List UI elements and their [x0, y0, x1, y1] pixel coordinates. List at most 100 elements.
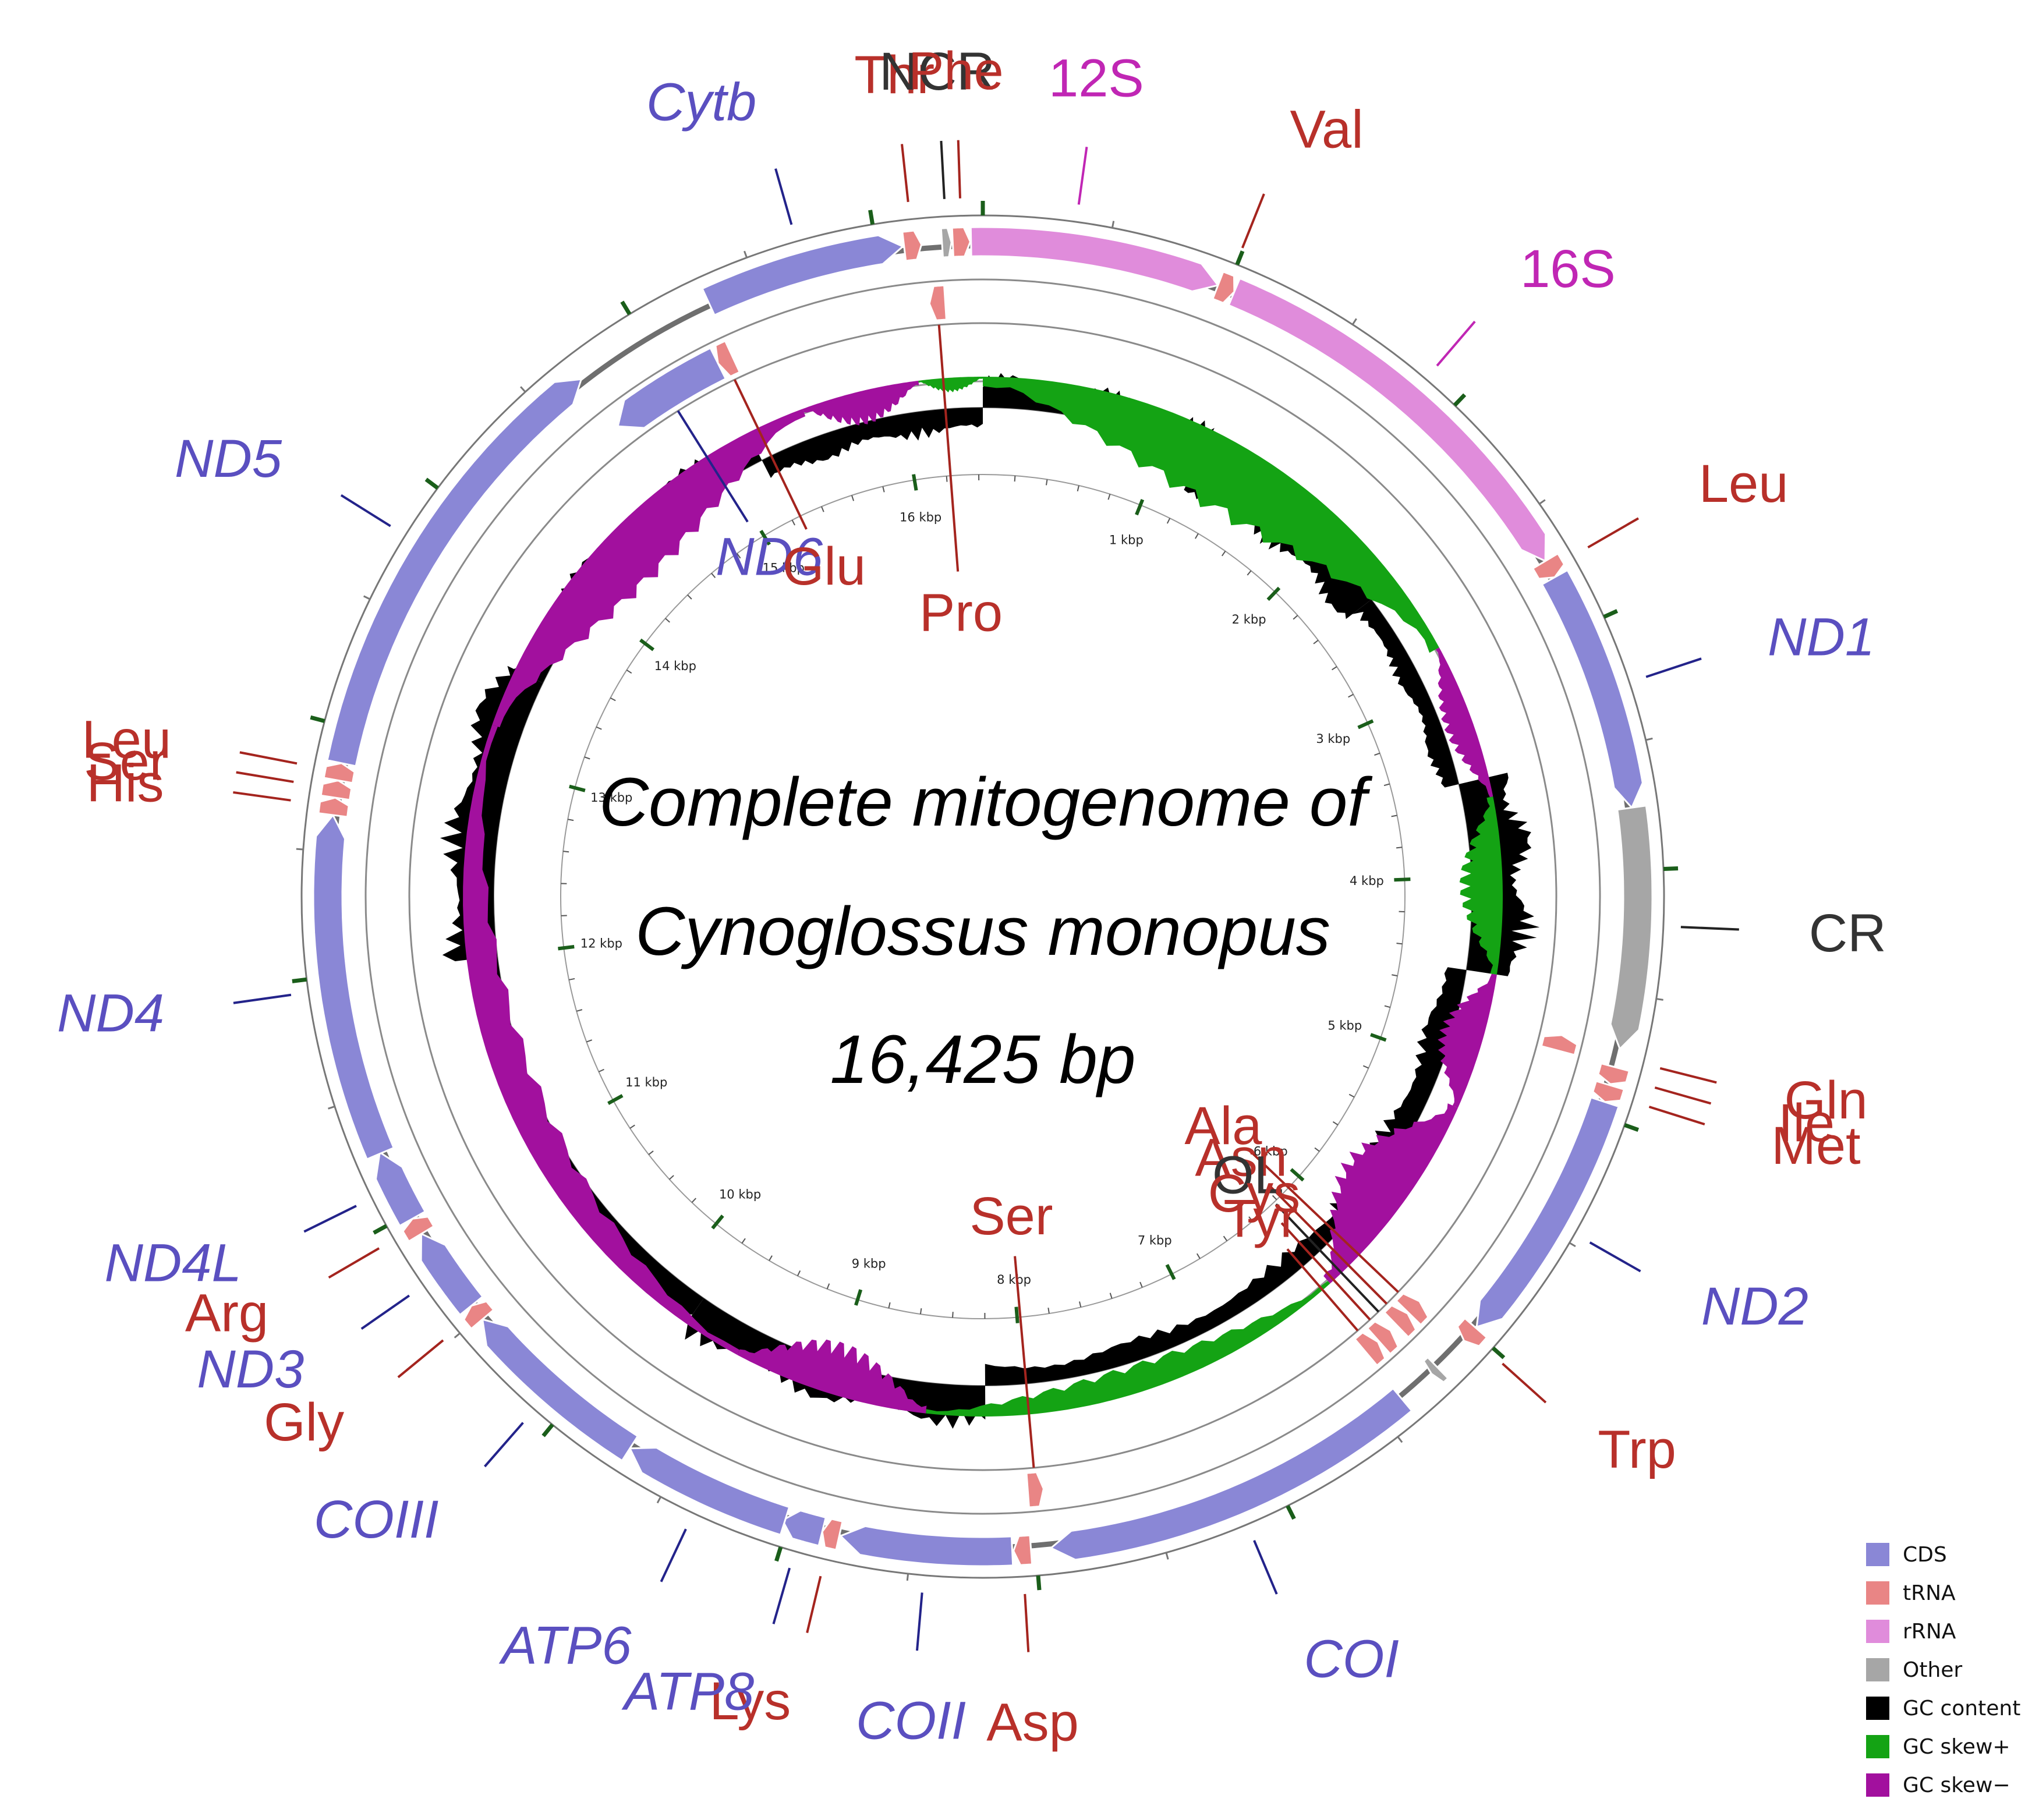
outer-tick: [906, 1573, 909, 1581]
kbp-tick-label: 7 kbp: [1138, 1233, 1172, 1247]
minor-tick: [1348, 1093, 1355, 1098]
minor-tick: [1293, 615, 1298, 620]
feature-ala-trna: [1394, 1292, 1429, 1326]
label-cr: CR: [1809, 904, 1886, 963]
outer-tick: [1624, 1123, 1640, 1132]
label-coiii: COIII: [314, 1490, 439, 1549]
legend-swatch-rrna: [1866, 1620, 1889, 1643]
label-nd1: ND1: [1768, 608, 1875, 667]
leader-coi: [1253, 1540, 1278, 1595]
label-nd4: ND4: [57, 984, 164, 1043]
minor-tick: [826, 1283, 830, 1290]
minor-tick: [791, 519, 795, 526]
leader-coiii: [484, 1422, 524, 1468]
label-coi: COI: [1304, 1630, 1399, 1689]
minor-tick: [1348, 693, 1354, 698]
feature-coii-cds: [838, 1525, 1014, 1567]
leader-his: [233, 791, 291, 802]
kbp-tick: [639, 638, 655, 651]
legend-label-trna: tRNA: [1903, 1581, 1956, 1605]
kbp-tick: [1266, 586, 1281, 601]
minor-tick: [1079, 1301, 1082, 1308]
minor-tick: [882, 486, 885, 493]
outer-tick: [373, 1224, 388, 1235]
leader-cys: [1280, 1222, 1371, 1320]
minor-tick: [584, 756, 590, 760]
gc-skew-segment: [463, 724, 740, 1355]
label-arg: Arg: [185, 1284, 268, 1343]
leader-asp: [1024, 1594, 1030, 1652]
kbp-tick-label: 8 kbp: [997, 1273, 1031, 1287]
feature-leu-trna: [323, 762, 356, 784]
feature-cys-trna: [1366, 1320, 1400, 1355]
gc-content-segment: [1352, 599, 1459, 788]
minor-tick: [648, 1150, 654, 1155]
map-title: Complete mitogenome of Cynoglossus monop…: [599, 764, 1373, 1098]
gc-skew-segment: [918, 377, 983, 393]
label-met: Met: [1771, 1116, 1860, 1175]
feature-tyr-trna: [1353, 1331, 1386, 1367]
feature-phe-trna: [951, 226, 972, 258]
legend-swatch-other: [1866, 1658, 1889, 1681]
label-ncr: NCR: [879, 42, 995, 101]
outer-tick: [541, 1423, 554, 1437]
feature-nd1-cds: [1541, 569, 1644, 809]
label-nd3: ND3: [197, 1340, 304, 1399]
minor-tick: [1314, 1147, 1320, 1152]
leader-atp8: [772, 1567, 791, 1624]
minor-tick: [1374, 752, 1380, 756]
label-atp6: ATP6: [498, 1616, 632, 1675]
label-gly: Gly: [264, 1393, 344, 1452]
kbp-tick: [1394, 877, 1411, 882]
minor-tick: [711, 572, 716, 578]
feature-leu-trna: [1531, 552, 1566, 580]
legend-swatch-gc-content: [1866, 1697, 1889, 1720]
label-16s: 16S: [1520, 239, 1616, 299]
minor-tick: [1221, 551, 1226, 557]
kbp-tick: [1135, 499, 1145, 516]
gc-skew-track: [463, 377, 1503, 1417]
leader-ala: [1252, 1152, 1399, 1293]
outer-tick: [1656, 998, 1663, 1001]
leader-thr: [901, 144, 909, 203]
title-line-2: Cynoglossus monopus: [635, 893, 1330, 970]
feature-coiii-cds: [481, 1318, 639, 1462]
gc-skew-segment: [1435, 647, 1493, 798]
outer-tick: [454, 1332, 461, 1339]
minor-tick: [1383, 783, 1390, 787]
legend-label-rrna: rRNA: [1903, 1620, 1956, 1644]
minor-tick: [569, 978, 575, 980]
title-line-3: 16,425 bp: [830, 1021, 1136, 1098]
kbp-tick: [1165, 1263, 1176, 1280]
minor-tick: [1332, 1121, 1339, 1125]
feature-ol-other: [1422, 1356, 1450, 1384]
minor-tick: [626, 669, 632, 674]
leader-nd1: [1645, 657, 1702, 678]
outer-tick: [620, 300, 632, 316]
label-ol: OL: [1212, 1146, 1284, 1205]
minor-tick: [576, 1009, 583, 1012]
minor-tick: [888, 1302, 891, 1308]
label-nd2: ND2: [1701, 1277, 1808, 1336]
feature-12s-rrna: [969, 226, 1220, 292]
outer-tick: [520, 386, 526, 393]
feature-gln-trna: [1540, 1034, 1578, 1056]
leader-cytb: [774, 168, 793, 225]
leader-gly: [397, 1339, 444, 1379]
kbp-tick-label: 3 kbp: [1316, 732, 1350, 746]
feature-atp8-cds: [781, 1509, 827, 1547]
minor-tick: [1384, 1005, 1390, 1008]
minor-tick: [1332, 666, 1337, 671]
leader-nd3: [360, 1294, 410, 1330]
feature-asp-trna: [1013, 1534, 1033, 1566]
kbp-tick-label: 9 kbp: [852, 1256, 886, 1270]
minor-tick: [1396, 943, 1403, 945]
outer-tick: [363, 595, 371, 600]
legend-label-cds: CDS: [1903, 1543, 1947, 1567]
leader-ser: [1014, 1256, 1035, 1468]
feature-pro-trna: [928, 284, 947, 321]
kbp-tick-label: 16 kbp: [900, 511, 941, 525]
feature-lys-trna: [821, 1518, 844, 1551]
leader-coii: [916, 1592, 923, 1651]
kbp-tick-label: 11 kbp: [625, 1075, 667, 1089]
